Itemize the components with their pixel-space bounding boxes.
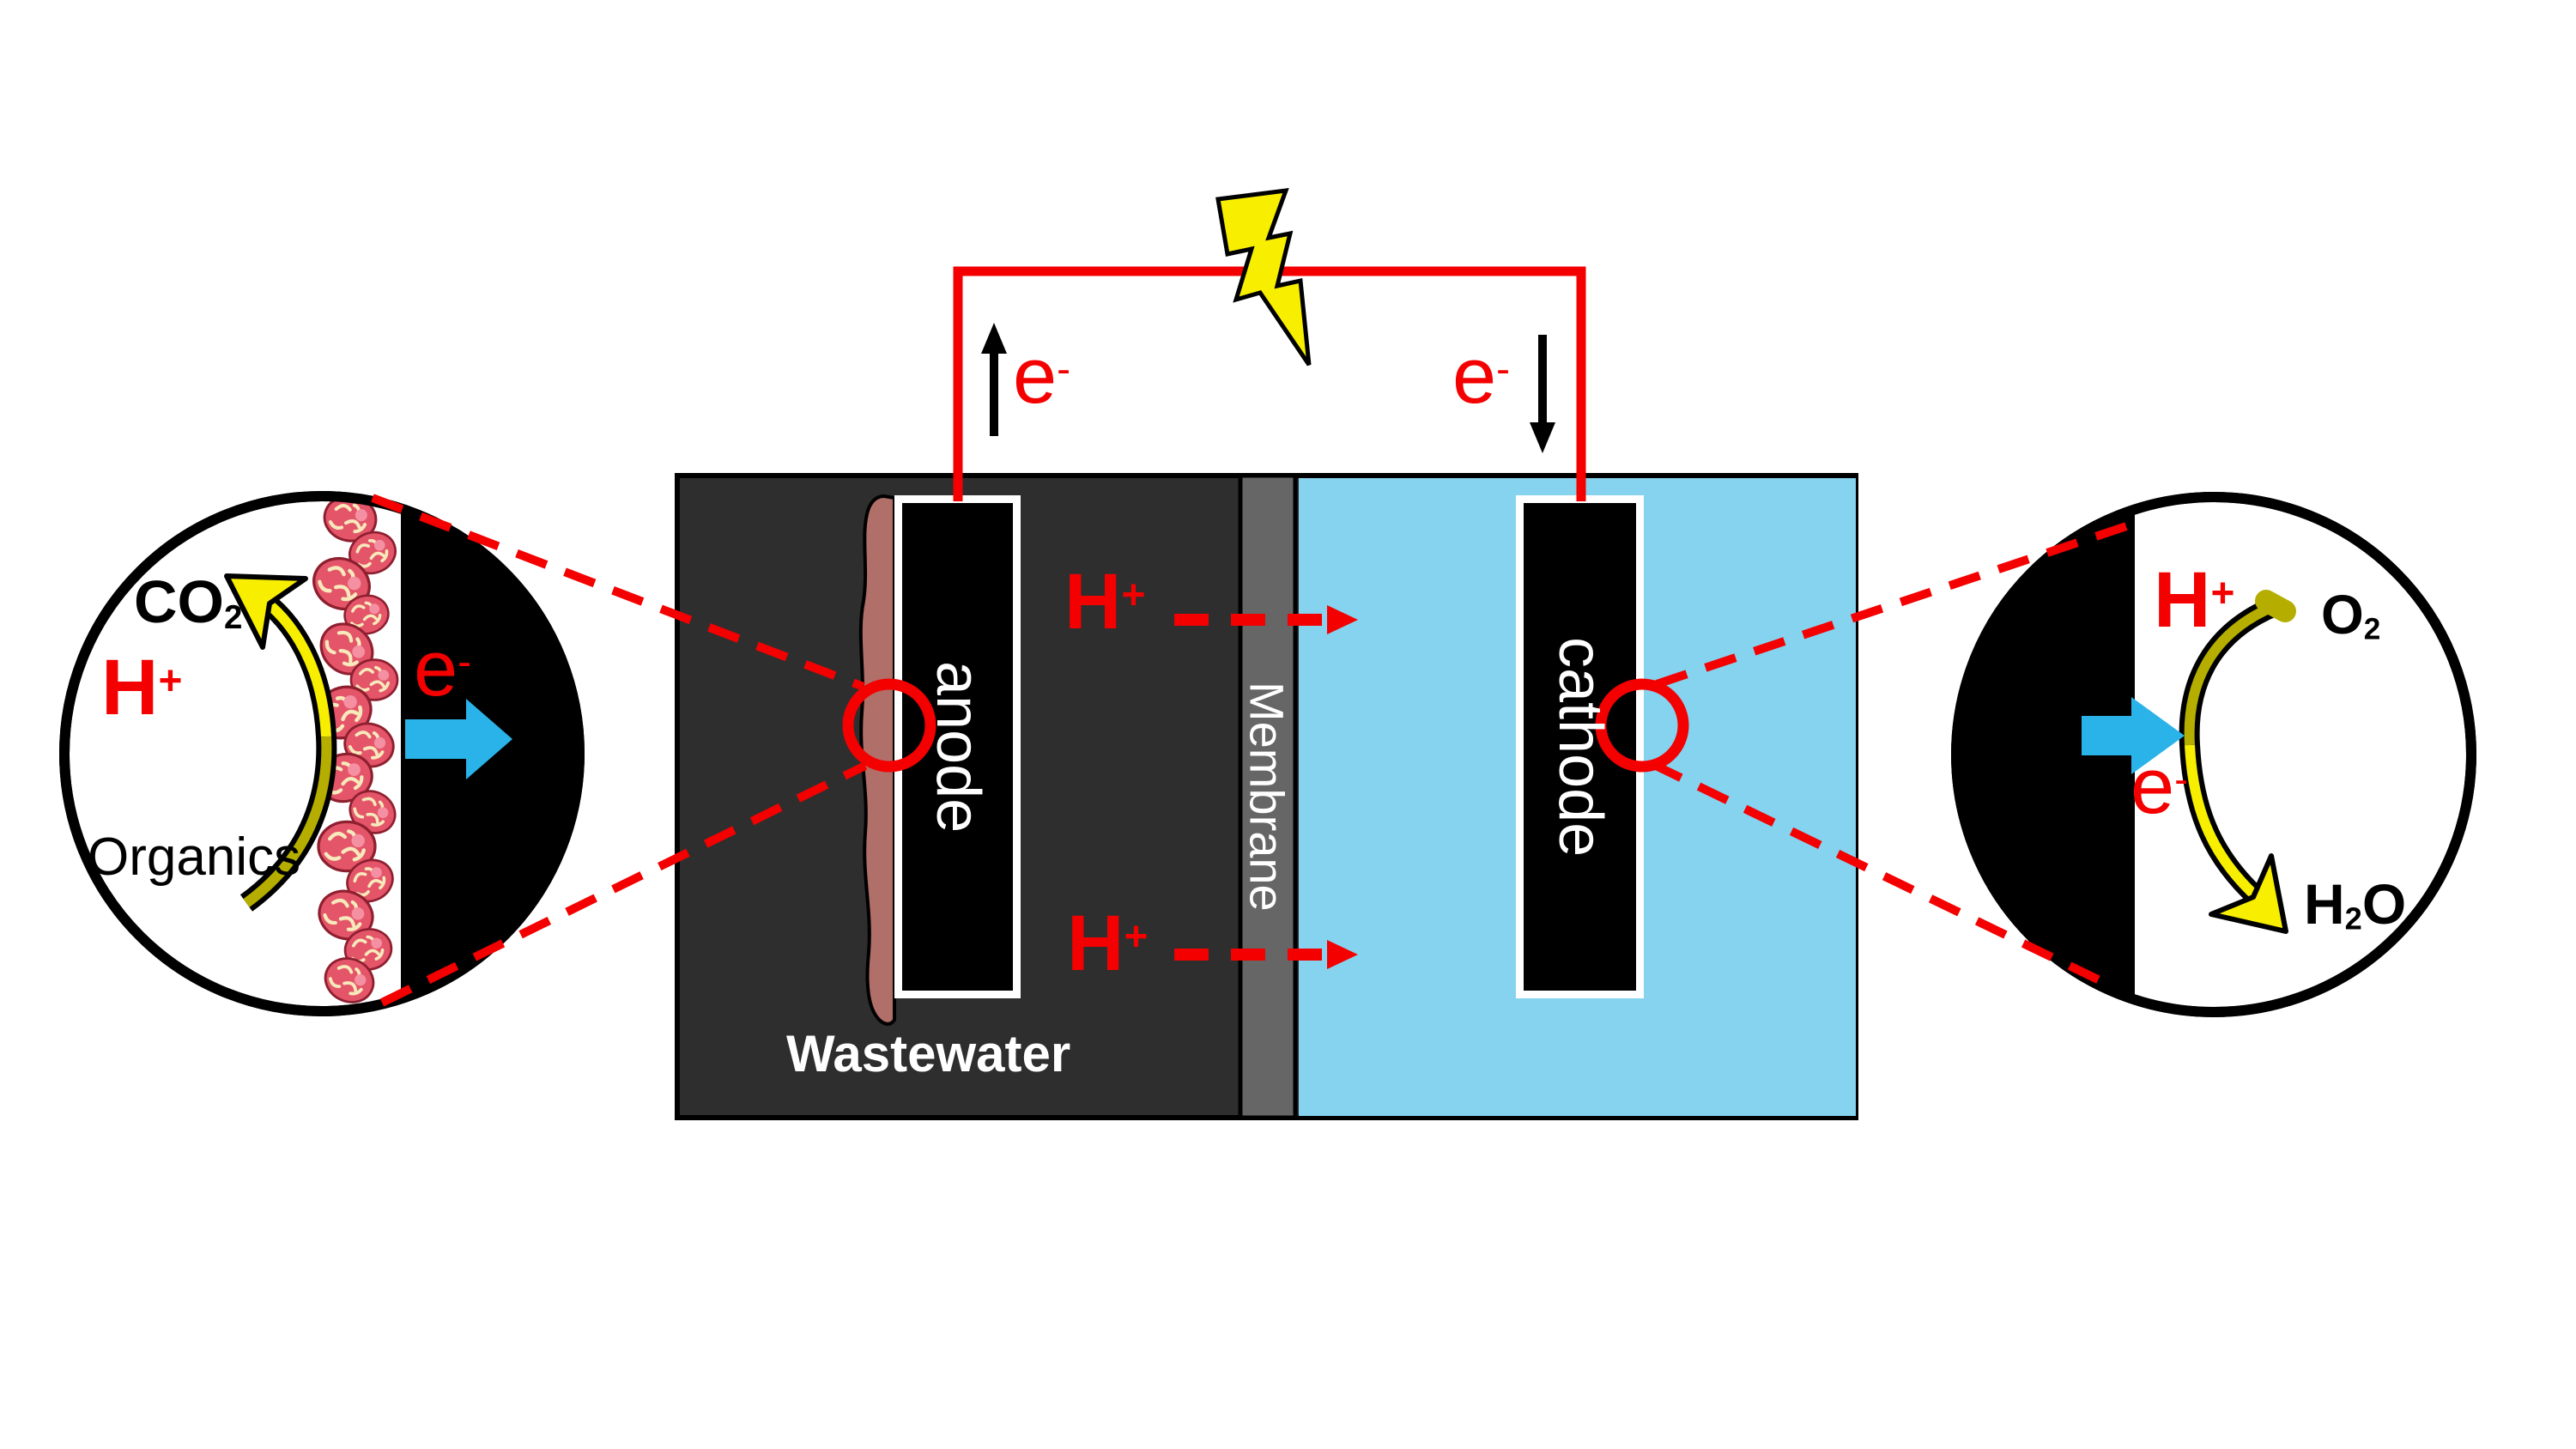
cathode-label: cathode (1546, 637, 1615, 858)
zoom-connector-lines (371, 494, 2141, 1007)
lightning-bolt-icon (1215, 188, 1312, 367)
organics-to-co2-arrow-icon (224, 573, 337, 912)
h2o-label: H2O (2304, 872, 2407, 937)
wastewater-label: Wastewater (786, 1025, 1071, 1082)
electron-up-arrow-icon (981, 323, 1007, 436)
o2-to-h2o-arrow-icon (2179, 590, 2296, 934)
anode-label: anode (924, 661, 992, 834)
organics-label: Organics (88, 828, 301, 887)
electron-transfer-arrow-right-icon (2082, 697, 2185, 774)
proton-label-anode-zoom: H+ (101, 644, 183, 731)
left-upper-connector (371, 494, 865, 691)
electron-label-cathode-zoom: e- (2131, 743, 2189, 830)
electron-label-right: e- (1452, 332, 1511, 420)
electron-transfer-arrow-left-icon (405, 699, 512, 779)
proton-label-upper: H+ (1064, 558, 1146, 646)
right-lower-connector (1650, 760, 2104, 985)
membrane-strip (1238, 473, 1298, 1120)
proton-label-lower: H+ (1067, 900, 1149, 987)
proton-arrow-lower-icon (1174, 940, 1358, 969)
anode-zoom-target-circle (842, 678, 936, 773)
electron-label-anode-zoom: e- (414, 625, 472, 712)
electron-label-left: e- (1013, 332, 1071, 420)
proton-arrow-upper-icon (1174, 605, 1358, 634)
cathode-zoom-electrode-half (1957, 510, 2135, 999)
cathode-electrode (1516, 495, 1644, 998)
right-upper-connector (1655, 518, 2141, 688)
anode-zoom-circle-outline (59, 491, 585, 1016)
left-lower-connector (379, 761, 868, 1007)
cathode-zoom-circle-outline (1951, 492, 2476, 1017)
membrane-label: Membrane (1240, 682, 1294, 912)
co2-label: CO2 (134, 568, 243, 636)
o2-label: O2 (2321, 584, 2381, 646)
electron-down-arrow-icon (1530, 335, 1555, 453)
cathode-zoom-target-circle (1595, 678, 1689, 773)
proton-label-cathode-zoom: H+ (2154, 556, 2235, 644)
